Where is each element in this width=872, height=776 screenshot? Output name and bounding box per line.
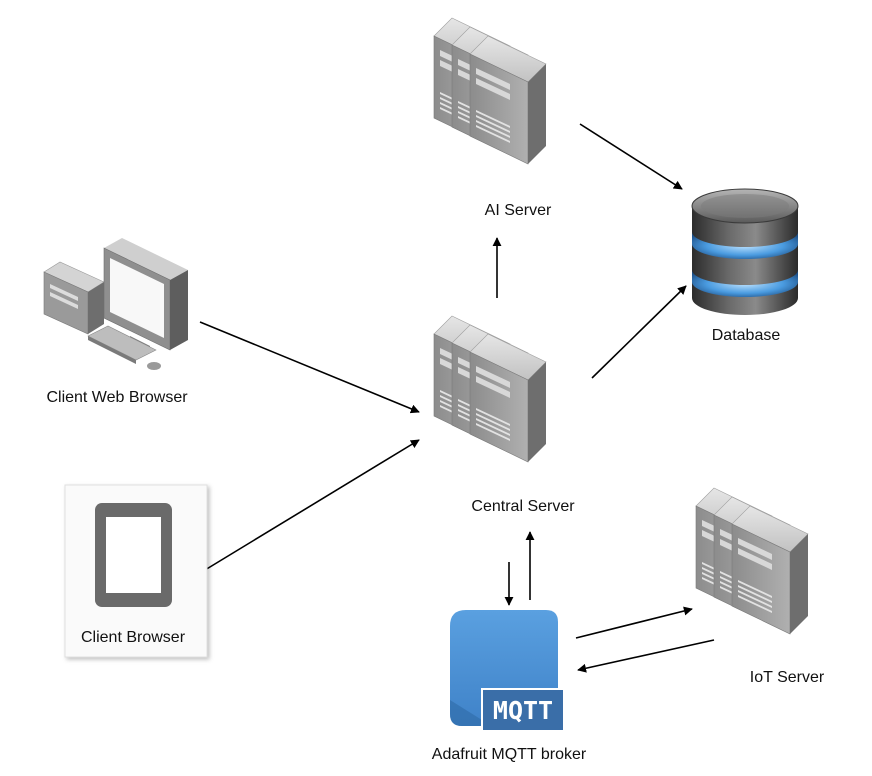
client-browser-label: Client Browser: [80, 629, 186, 646]
mqtt-badge-text: MQTT: [493, 696, 553, 725]
arrow-mqtt-to-iot: [575, 606, 693, 639]
iot-server-label: IoT Server: [749, 669, 825, 686]
ai-server-icon: [434, 18, 546, 164]
arrow-ai-to-database: [579, 123, 683, 190]
ai-server-label: AI Server: [484, 202, 552, 219]
arrow-client-web-to-central: [199, 321, 420, 414]
central-server-icon: [434, 316, 546, 462]
mqtt-broker-label: Adafruit MQTT broker: [431, 746, 587, 763]
central-server-label: Central Server: [471, 498, 575, 515]
database-label: Database: [711, 327, 781, 344]
desktop-computer-icon: [43, 238, 188, 370]
arrow-iot-to-mqtt: [577, 639, 715, 673]
client-browser-card: [64, 484, 208, 658]
database-icon: [691, 188, 799, 315]
arrow-client-browser-to-central: [204, 439, 420, 571]
client-web-browser-label: Client Web Browser: [46, 389, 188, 406]
mqtt-icon: MQTT: [450, 610, 565, 732]
connections: [199, 123, 715, 673]
arrow-central-to-database: [591, 285, 687, 379]
iot-server-icon: [696, 488, 808, 634]
